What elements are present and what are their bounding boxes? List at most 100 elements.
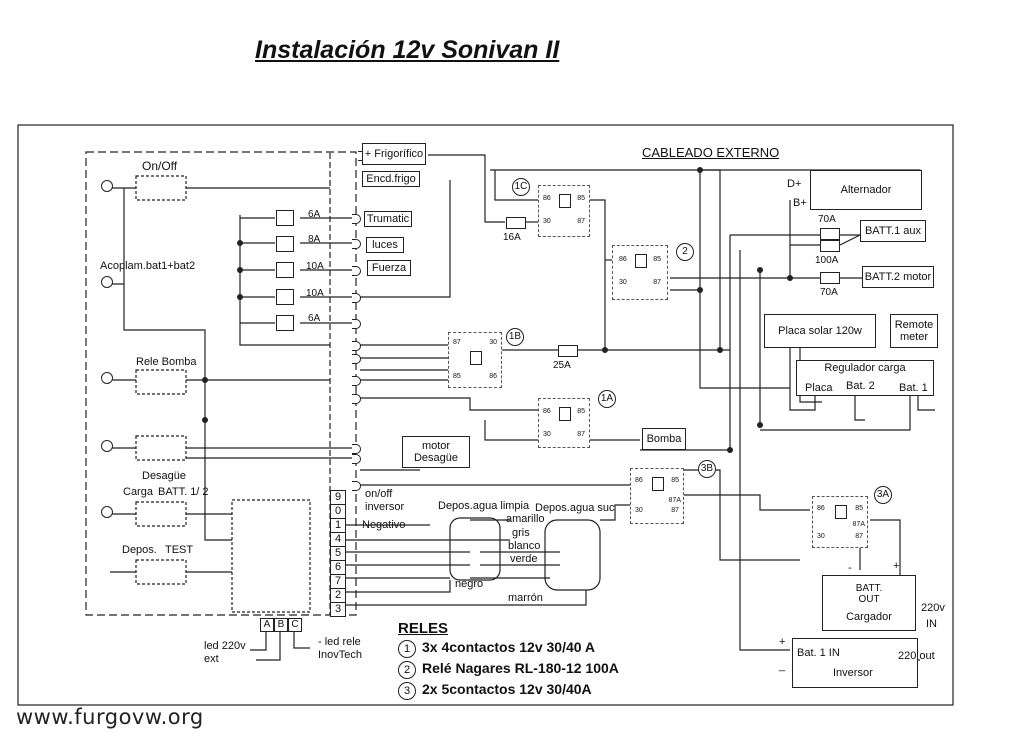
relay-id-1a: 1A <box>598 390 616 408</box>
fuse-icon <box>276 289 294 305</box>
carga-label: Carga <box>123 486 153 498</box>
connector-icon <box>352 444 361 454</box>
relay-pin: 30 <box>635 507 643 514</box>
relay-coil-icon <box>470 351 482 365</box>
fuse-rating: 8A <box>308 234 321 245</box>
fuse-70a-2: 70A <box>820 287 838 298</box>
switch-terminal-icon <box>101 372 113 384</box>
motor-desague-line2: Desagüe <box>413 452 459 464</box>
fuse-25a: 25A <box>553 360 571 371</box>
fuse-icon <box>276 236 294 252</box>
led220-line1: led 220v <box>204 640 246 652</box>
wire-amarillo: amarillo <box>506 513 545 525</box>
terminal-number: 6 <box>330 560 346 575</box>
relay-pin: 86 <box>543 195 551 202</box>
encd-frigo-box: Encd.frigo <box>362 171 420 187</box>
acoplam-label: Acoplam.bat1+bat2 <box>100 260 196 272</box>
relay-id-3a: 3A <box>874 486 892 504</box>
relay-3b: 86 85 87A 30 87 <box>630 468 684 524</box>
fuse-icon <box>276 315 294 331</box>
relay-pin: 30 <box>489 339 497 346</box>
abc-terminal: B <box>274 618 288 632</box>
relay-id-3b: 3B <box>698 460 716 478</box>
batt-out-line1: BATT. <box>855 583 883 594</box>
relay-id-1b: 1B <box>506 328 524 346</box>
fuse-rating: 6A <box>308 209 321 220</box>
batt1-aux-box: BATT.1 aux <box>860 220 926 242</box>
connector-icon <box>352 481 361 491</box>
fuse-icon <box>558 345 578 357</box>
connector-icon <box>352 214 361 224</box>
relay-1c: 86 85 30 87 <box>538 185 590 237</box>
ledrele-line1: - led rele <box>318 636 361 648</box>
regulador-bat1: Bat. 1 <box>899 382 928 394</box>
connector-icon <box>352 239 361 249</box>
inversor-220out: 220 out <box>898 650 935 662</box>
page-title: Instalación 12v Sonivan II <box>255 36 560 64</box>
wire-marron: marrón <box>508 592 543 604</box>
wire-verde: verde <box>510 553 538 565</box>
on-off-label: On/Off <box>142 159 178 173</box>
bat1in-label: Bat. 1 IN <box>797 647 840 659</box>
bplus-label: B+ <box>793 197 807 209</box>
relay-pin: 86 <box>635 477 643 484</box>
relay-pin: 85 <box>577 195 585 202</box>
relay-pin: 30 <box>543 431 551 438</box>
relay-id-2: 2 <box>676 243 694 261</box>
luces-box: luces <box>366 237 404 253</box>
relay-pin: 85 <box>653 256 661 263</box>
reles-title: RELES <box>398 620 449 637</box>
led220-line2: ext <box>204 653 219 665</box>
relay-pin: 87 <box>653 279 661 286</box>
relay-pin: 86 <box>543 408 551 415</box>
switch-terminal-icon <box>101 506 113 518</box>
fuse-icon <box>506 217 526 229</box>
relay-pin: 87 <box>453 339 461 346</box>
batt2-motor-box: BATT.2 motor <box>862 266 934 288</box>
legend-text: 3x 4contactos 12v 30/40 A <box>422 639 596 655</box>
control-panel-outline <box>85 151 357 616</box>
wire-blanco: blanco <box>508 540 541 552</box>
diagram-frame <box>17 124 954 706</box>
terminal-number: 9 <box>330 490 346 505</box>
regulador-box: Regulador carga <box>796 360 934 396</box>
alternador-box: Alternador <box>810 170 922 210</box>
fuse-70a: 70A <box>818 214 836 225</box>
onoff-inversor-line2: inversor <box>365 501 405 513</box>
negativo-label: Negativo <box>362 519 406 531</box>
relay-pin: 85 <box>453 373 461 380</box>
relay-pin: 87A <box>852 521 865 528</box>
connector-icon <box>352 341 361 351</box>
relay-coil-icon <box>652 477 664 491</box>
tank-suc-label: Depos.agua suc <box>535 502 615 514</box>
switch-terminal-icon <box>101 440 113 452</box>
connector-icon <box>352 394 361 404</box>
wire-negro: negro <box>455 578 484 590</box>
connector-icon <box>352 319 361 329</box>
relay-pin: 87 <box>855 533 863 540</box>
relay-id-1c: 1C <box>512 178 530 196</box>
terminal-number: 0 <box>330 504 346 519</box>
connector-icon <box>352 266 361 276</box>
fuse-icon <box>820 240 840 252</box>
inversor-label: Inversor <box>833 667 873 679</box>
inversor-box: Bat. 1 IN Inversor <box>792 638 918 688</box>
test-label: TEST <box>165 544 194 556</box>
fuerza-box: Fuerza <box>367 260 411 276</box>
wire-gris: gris <box>512 527 530 539</box>
depos-label: Depos. <box>122 544 157 556</box>
desague-label: Desagüe <box>142 470 187 482</box>
relay-coil-icon <box>559 194 571 208</box>
relay-pin: 87 <box>577 431 585 438</box>
legend-text: Relé Nagares RL-180-12 100A <box>422 660 619 676</box>
relay-pin: 86 <box>619 256 627 263</box>
tank-limpia-label: Depos.agua limpia <box>438 500 530 512</box>
frigorifico-box: + Frigorífico <box>362 143 426 165</box>
legend-number: 1 <box>398 640 416 658</box>
relay-coil-icon <box>835 505 847 519</box>
relay-1a: 86 85 30 87 <box>538 398 590 448</box>
